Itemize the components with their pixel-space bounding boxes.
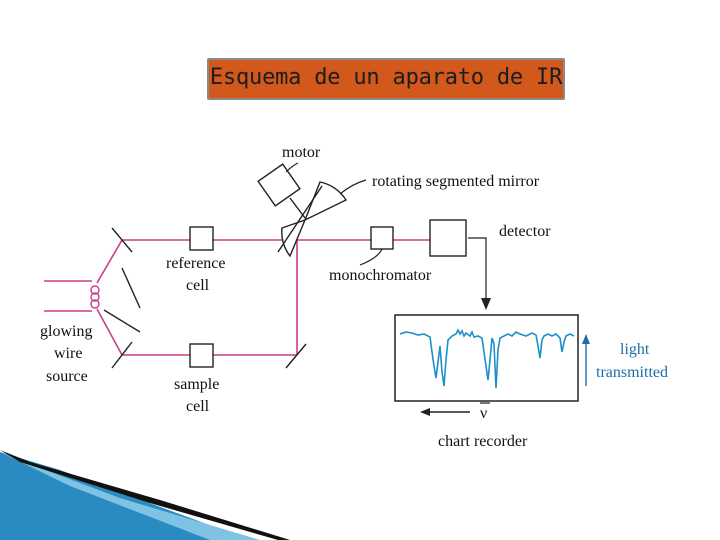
reference-cell bbox=[189, 226, 214, 251]
monochromator-callout bbox=[359, 248, 383, 266]
detector-callout bbox=[468, 237, 487, 298]
detector bbox=[429, 219, 467, 257]
light-transmitted-arrowhead bbox=[582, 334, 590, 344]
label-rotating-segmented-mirror: rotating segmented mirror bbox=[372, 173, 540, 190]
sample-turn-mirror bbox=[285, 343, 307, 369]
sample-cell bbox=[189, 343, 214, 368]
motor-callout bbox=[285, 162, 299, 173]
chart-recorder-frame bbox=[394, 314, 579, 402]
slide-title-box: Esquema de un aparato de IR bbox=[207, 58, 565, 100]
label-source-1: glowing bbox=[40, 323, 92, 340]
label-sample-2: cell bbox=[186, 398, 210, 415]
label-transmitted: transmitted bbox=[596, 364, 668, 381]
label-reference-1: reference bbox=[166, 255, 226, 272]
label-reference-2: cell bbox=[186, 277, 210, 294]
label-monochromator: monochromator bbox=[329, 267, 432, 284]
label-sample-1: sample bbox=[174, 376, 219, 393]
source-mirror-bottom bbox=[103, 309, 141, 333]
detector-arrowhead bbox=[481, 298, 491, 310]
source-mirror-top bbox=[121, 267, 141, 309]
wavenumber-arrowhead bbox=[420, 408, 430, 416]
beam-paths bbox=[96, 239, 430, 356]
rotating-segmented-mirror bbox=[277, 181, 348, 258]
decorative-swoosh bbox=[0, 450, 290, 540]
ir-spectrum-trace bbox=[399, 328, 575, 389]
reference-mirror bbox=[111, 227, 133, 253]
slide-title: Esquema de un aparato de IR bbox=[209, 65, 563, 90]
label-motor: motor bbox=[282, 144, 321, 161]
monochromator bbox=[370, 226, 394, 250]
label-detector: detector bbox=[499, 223, 551, 240]
label-source-2: wire bbox=[54, 345, 82, 362]
motor bbox=[257, 163, 301, 207]
glowing-wire-source bbox=[44, 280, 100, 312]
label-source-3: source bbox=[46, 368, 88, 385]
label-light: light bbox=[620, 341, 650, 358]
mirrors bbox=[103, 227, 307, 369]
label-chart-recorder: chart recorder bbox=[438, 433, 528, 450]
callout-lines bbox=[285, 162, 487, 298]
mirror-callout bbox=[339, 179, 367, 195]
sample-mirror bbox=[111, 341, 133, 369]
label-nu: ν bbox=[480, 405, 487, 422]
